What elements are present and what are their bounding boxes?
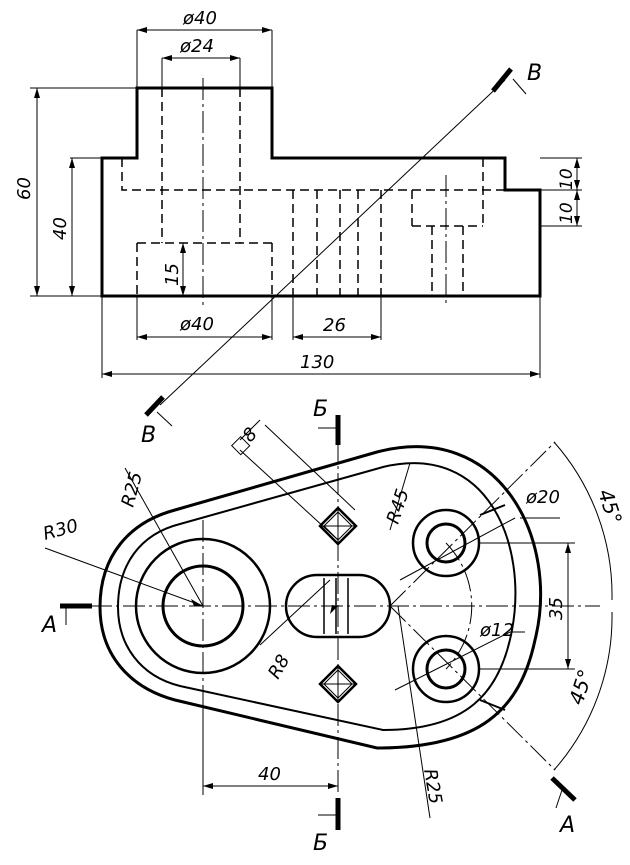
plan-r25-left-label: R25	[118, 470, 147, 510]
section-v-stroke-top	[491, 67, 513, 93]
plan-slot	[284, 573, 392, 639]
plan-hole-bottom-inner	[425, 648, 467, 690]
section-v-cutting-line	[159, 79, 506, 406]
plan-35-label: 35	[546, 597, 567, 620]
plan-d20-label: ø20	[525, 487, 560, 508]
plan-hole-top-inner	[425, 522, 467, 564]
plan-arrowheads	[191, 543, 571, 789]
front-60-label: 60	[14, 177, 35, 200]
plan-r45-label: R45	[383, 486, 414, 526]
front-40-label: 40	[50, 217, 71, 240]
plan-d12-label: ø12	[479, 620, 514, 641]
section-v-arrow-bottom	[156, 411, 173, 427]
plan-notch-top	[479, 504, 506, 516]
plan-45-bottom-label: 45°	[564, 666, 598, 707]
plan-hole-bottom-outer	[411, 634, 481, 704]
front-130-label: 130	[300, 352, 334, 373]
section-a-stroke-right	[550, 776, 577, 802]
section-v-stroke-bottom	[144, 395, 165, 417]
plan-notch-bottom	[479, 699, 506, 711]
section-a-right-label: А	[558, 813, 575, 838]
front-d24-label: ø24	[179, 36, 214, 57]
front-view-hidden-lines	[121, 88, 505, 296]
plan-view	[44, 415, 613, 830]
plan-r8-label: R8	[264, 651, 294, 682]
plan-40-label: 40	[258, 764, 281, 785]
plan-inner-contour	[116, 462, 517, 732]
section-v-top-label: В	[527, 61, 542, 86]
plan-dimensions	[44, 419, 613, 819]
section-a-arrow-right	[555, 789, 563, 809]
front-view-arrowheads	[34, 27, 580, 377]
section-v-arrow-top	[512, 78, 527, 95]
plan-r25-bottom-label: R25	[419, 767, 446, 806]
section-v-bottom-label: В	[141, 423, 156, 448]
front-10-top-label: 10	[557, 168, 577, 190]
plan-hole-top-outer	[411, 508, 481, 578]
front-view-center-lines	[202, 78, 447, 306]
section-b-bottom-label: Б	[313, 831, 328, 856]
front-d40-bottom-label: ø40	[179, 314, 214, 335]
plan-45-top-label: 45°	[593, 486, 627, 527]
front-d40-top-label: ø40	[182, 8, 217, 29]
section-b-top-label: Б	[313, 397, 328, 422]
front-view-outline	[100, 86, 542, 298]
front-view	[30, 27, 582, 427]
plan-r30-label: R30	[41, 515, 81, 544]
front-15-label: 15	[162, 263, 183, 286]
section-a-left-label: А	[40, 613, 57, 638]
plan-center-lines	[90, 440, 600, 795]
front-26-label: 26	[323, 315, 346, 336]
plan-outer-contour	[98, 445, 543, 750]
front-10-bottom-label: 10	[557, 202, 577, 224]
plan-sq8-label: □8	[227, 424, 262, 459]
